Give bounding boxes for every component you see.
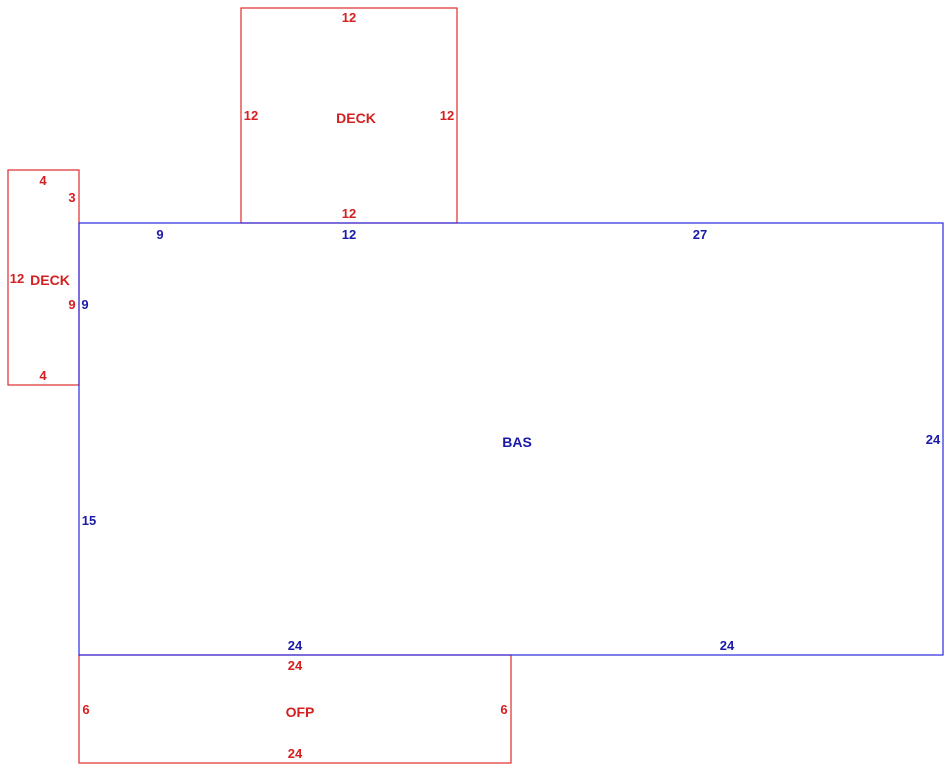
bas-area-label: BAS [502,434,532,450]
deck-left-dim-top: 4 [39,173,47,188]
deck-left-dim-left: 12 [10,271,24,286]
ofp-dim-top: 24 [288,658,303,673]
deck-left-dim-right-upper: 3 [68,190,75,205]
deck-top-dim-bottom: 12 [342,206,356,221]
deck-top-area-label: DECK [336,110,376,126]
deck-top-dim-top: 12 [342,10,356,25]
ofp-dim-left: 6 [82,702,89,717]
bas-dim-top-mid: 12 [342,227,356,242]
deck-left-dim-right-lower: 9 [68,297,75,312]
bas-dim-bottom-right: 24 [720,638,735,653]
bas-dim-left-lower: 15 [82,513,96,528]
bas-dim-bottom-left: 24 [288,638,303,653]
bas-outline [78,222,944,656]
deck-left-area-label: DECK [30,272,70,288]
ofp-area-label: OFP [286,704,315,720]
ofp-dim-bottom: 24 [288,746,303,761]
bas-dim-right: 24 [926,432,941,447]
deck-top-dim-left: 12 [244,108,258,123]
bas-dim-top-right: 27 [693,227,707,242]
deck-left-dim-bottom: 4 [39,368,47,383]
deck-top-dim-right: 12 [440,108,454,123]
bas-dim-top-left: 9 [156,227,163,242]
ofp-dim-right: 6 [500,702,507,717]
bas-dim-left-upper: 9 [81,297,88,312]
